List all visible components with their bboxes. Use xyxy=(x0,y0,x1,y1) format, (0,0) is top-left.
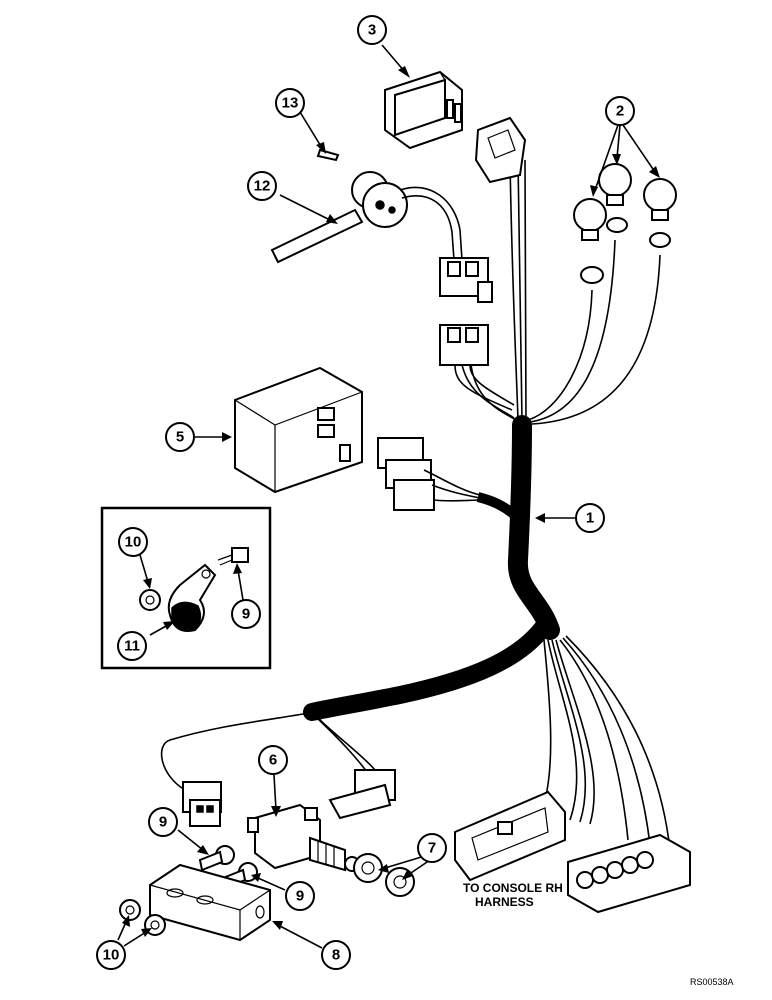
upper-wires xyxy=(459,159,661,425)
leader-lines xyxy=(117,44,660,949)
plug-connector-lower xyxy=(439,324,515,411)
callout-label: 6 xyxy=(269,752,277,769)
inset-box xyxy=(100,506,272,670)
callout-11: 11 xyxy=(117,631,147,661)
reference-code: RS00538A xyxy=(690,977,734,987)
large-connector xyxy=(454,790,566,882)
callout-10-lower: 10 xyxy=(96,940,126,970)
latch-connector xyxy=(328,769,396,820)
callout-label: 3 xyxy=(368,22,376,39)
callout-10-inset: 10 xyxy=(118,527,148,557)
callout-label: 9 xyxy=(159,814,167,831)
multi-pin-plug xyxy=(567,833,691,914)
callout-label: 5 xyxy=(176,429,184,446)
callout-13: 13 xyxy=(275,88,305,118)
callout-label: 12 xyxy=(254,178,271,195)
plunger-switch xyxy=(247,803,360,872)
note-line-2: HARNESS xyxy=(475,895,534,909)
callout-7: 7 xyxy=(417,833,447,863)
mounting-bracket xyxy=(149,863,271,942)
callout-label: 2 xyxy=(616,103,624,120)
callout-2: 2 xyxy=(605,96,635,126)
callout-5: 5 xyxy=(165,422,195,452)
callout-label: 13 xyxy=(282,95,299,112)
callout-label: 7 xyxy=(428,840,436,857)
note-line-1: TO CONSOLE RH xyxy=(463,881,563,895)
callout-6: 6 xyxy=(258,745,288,775)
callout-label: 10 xyxy=(125,534,142,551)
callout-1: 1 xyxy=(575,503,605,533)
callout-label: 10 xyxy=(103,947,120,964)
lower-wires xyxy=(160,635,671,851)
callout-label: 9 xyxy=(242,606,250,623)
callout-3: 3 xyxy=(357,15,387,45)
callout-label: 9 xyxy=(296,888,304,905)
callout-label: 8 xyxy=(332,947,340,964)
bulbs xyxy=(573,163,677,284)
rocker-switch xyxy=(384,70,463,150)
sensor-assembly xyxy=(270,148,463,264)
callout-9-inset: 9 xyxy=(231,599,261,629)
callout-label: 1 xyxy=(586,510,594,527)
main-harness xyxy=(303,415,560,721)
socket-connector xyxy=(474,116,527,184)
two-pin-connector xyxy=(182,781,222,827)
callout-8: 8 xyxy=(321,940,351,970)
plug-connector-upper xyxy=(439,257,493,303)
connector-block xyxy=(377,437,483,511)
callout-9-left: 9 xyxy=(148,807,178,837)
callout-label: 11 xyxy=(124,638,140,655)
callout-9-right: 9 xyxy=(285,881,315,911)
callout-12: 12 xyxy=(247,171,277,201)
relay-module xyxy=(234,366,363,494)
